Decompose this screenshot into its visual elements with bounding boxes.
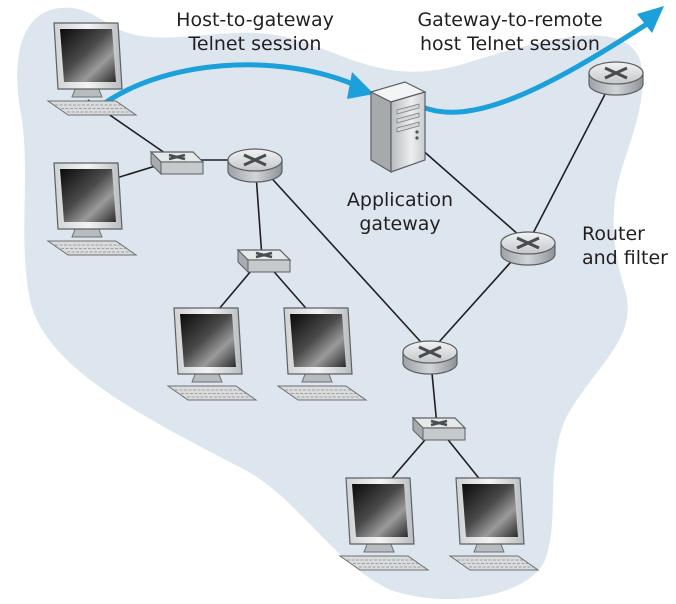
switch-center-switch-icon — [236, 248, 292, 274]
pc-bottom-a-computer-icon — [338, 477, 430, 571]
switch-left-switch-icon — [149, 150, 205, 176]
gateway-to-remote-line-2: host Telnet session — [420, 33, 600, 55]
router-filter-router-icon — [500, 231, 556, 266]
gateway-to-remote-arrowhead — [637, 6, 664, 33]
router-and-filter-label: Router and filter — [582, 222, 674, 270]
link-router-left-to-router-bottom — [254, 159, 431, 353]
pc-center-b-computer-icon — [276, 307, 368, 401]
pc-center-a-computer-icon — [166, 307, 258, 401]
switch-bottom-switch-icon — [411, 416, 467, 442]
host-to-gateway-session-arrow — [95, 62, 365, 111]
router-and-filter-line-2: and filter — [582, 247, 668, 269]
application-gateway-line-1: Application — [346, 189, 454, 211]
router-and-filter-line-1: Router — [582, 223, 645, 245]
application-gateway-server-icon — [369, 81, 427, 174]
router-left-router-icon — [227, 148, 283, 183]
pc-bottom-b-computer-icon — [448, 477, 540, 571]
gateway-to-remote-session-arrow — [417, 19, 653, 115]
application-gateway-line-2: gateway — [359, 213, 441, 235]
host-to-gateway-label: Host-to-gateway Telnet session — [155, 8, 355, 56]
pc-mid-left-computer-icon — [46, 162, 138, 256]
gateway-to-remote-label: Gateway-to-remote host Telnet session — [400, 8, 620, 56]
host-to-gateway-line-2: Telnet session — [188, 33, 322, 55]
gateway-to-remote-line-1: Gateway-to-remote — [417, 9, 603, 31]
router-bottom-router-icon — [402, 340, 458, 375]
application-gateway-label: Application gateway — [335, 188, 465, 236]
link-application-gateway-to-router-filter — [419, 147, 529, 244]
link-router-filter-to-router-remote — [527, 72, 617, 244]
router-remote-router-icon — [588, 61, 644, 96]
host-to-gateway-arrowhead — [347, 72, 374, 99]
host-to-gateway-line-1: Host-to-gateway — [176, 9, 334, 31]
pc-top-left-computer-icon — [46, 22, 138, 116]
